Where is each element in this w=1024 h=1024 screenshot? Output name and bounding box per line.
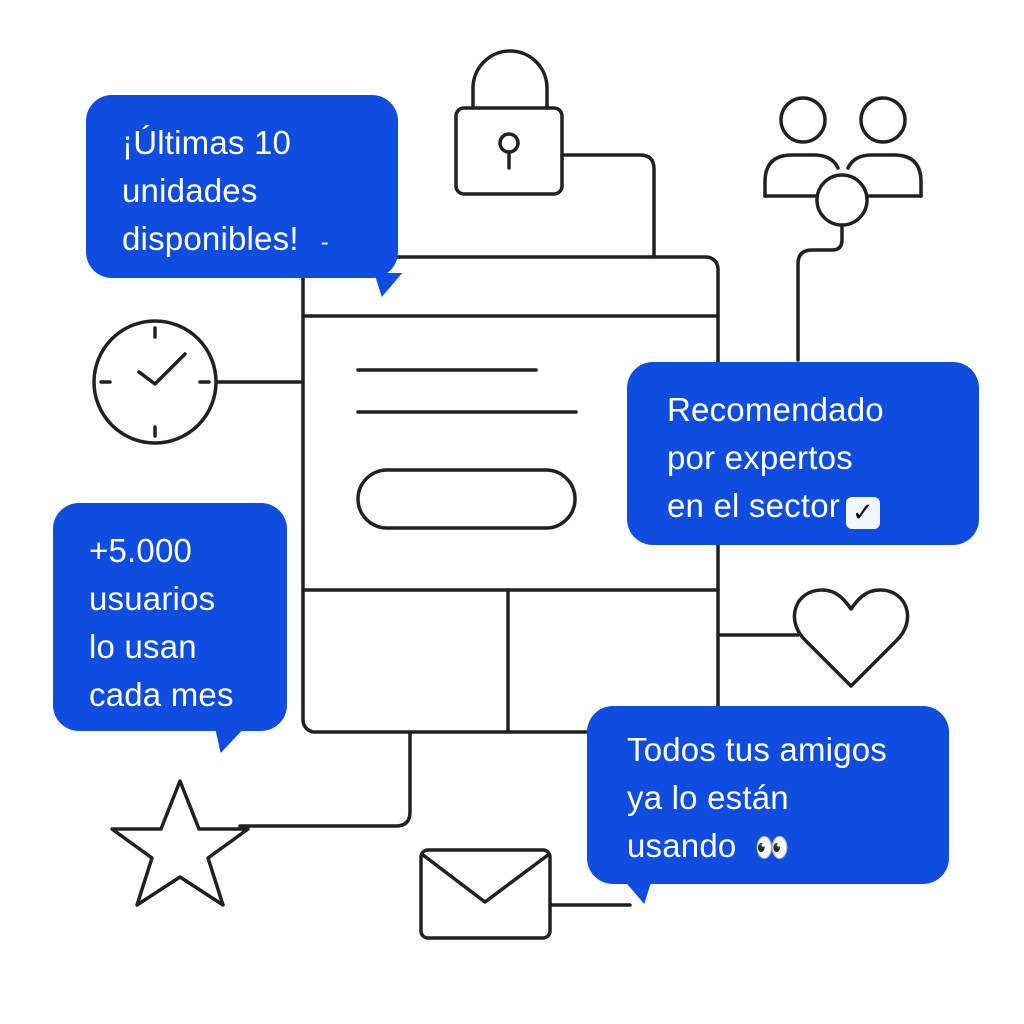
bubble-line: cada mes (89, 675, 234, 713)
bubble-line: disponibles! (122, 219, 299, 257)
bubble-tail (623, 880, 659, 904)
bubble-line: en el sector (667, 486, 840, 524)
bubble-line: lo usan (89, 627, 197, 665)
bubble-line: unidades (122, 171, 258, 209)
lock-icon (454, 49, 564, 196)
connector-users (796, 223, 844, 362)
cta-button (356, 468, 577, 530)
bubble-line: ya lo están (627, 778, 789, 816)
bubble-line: Recomendado (667, 391, 884, 428)
check-icon: ✓ (846, 496, 880, 529)
bubble-recommended: Recomendado por expertos en el sector✓ (627, 362, 979, 545)
users-icon (763, 96, 923, 227)
connectors (216, 153, 844, 907)
connector-star (238, 730, 412, 828)
envelope-icon (419, 848, 552, 940)
bubble-friends: Todos tus amigos ya lo están usando 👀 (587, 706, 949, 904)
bubble-line: ¡Últimas 10 (122, 124, 292, 161)
bubble-line: usando (627, 826, 737, 864)
star-icon (110, 779, 250, 907)
bubble-line: por expertos (667, 438, 853, 476)
heart-icon (792, 588, 910, 688)
clock-icon (92, 319, 218, 445)
connector-lock (560, 153, 656, 259)
bubble-users: +5.000 usuarios lo usan cada mes (53, 503, 287, 753)
eyes-icon: 👀 (754, 830, 790, 864)
bubble-line: usuarios (89, 579, 216, 617)
bubble-line: +5.000 (89, 532, 193, 569)
bubble-last-units: ¡Últimas 10 unidades disponibles!- (86, 95, 403, 297)
bubble-suffix: - (320, 228, 329, 256)
bubble-line: Todos tus amigos (627, 731, 887, 768)
